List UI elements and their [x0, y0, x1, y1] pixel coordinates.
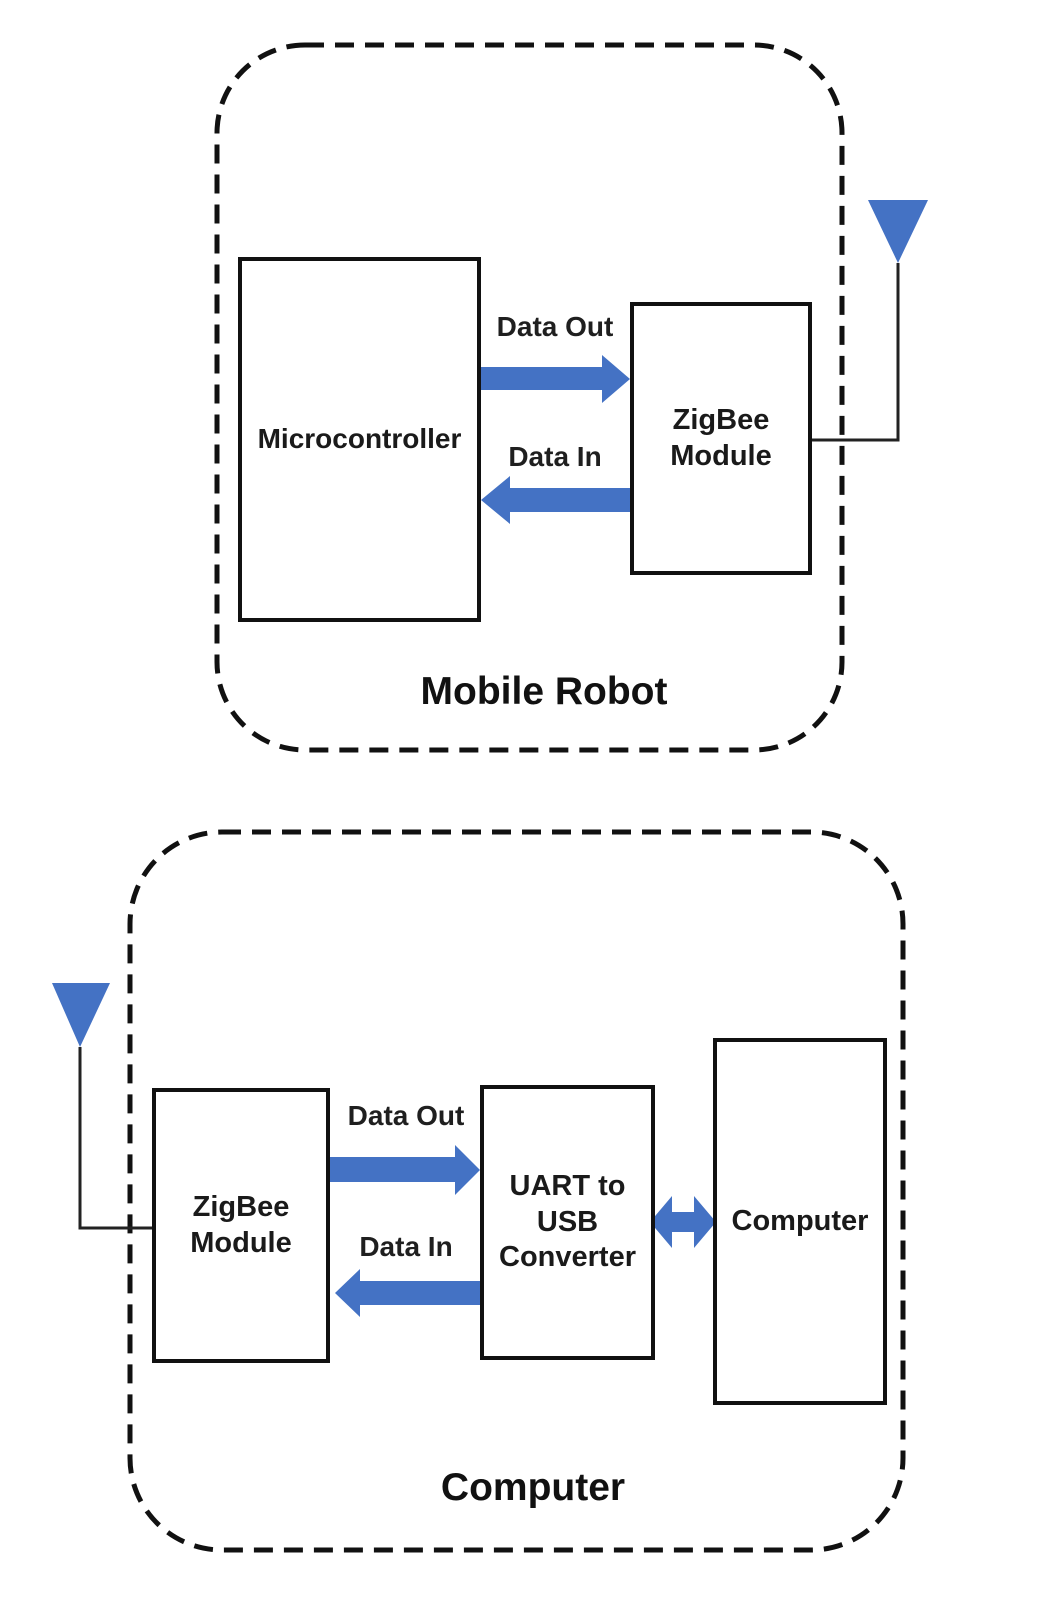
data-in-label-top: Data In	[508, 441, 602, 472]
microcontroller-label: Microcontroller	[257, 423, 462, 455]
zigbee-module-label-top: ZigBee Module	[670, 404, 772, 472]
data-in-label-bottom: Data In	[359, 1231, 453, 1262]
computer-group-title: Computer	[440, 1466, 626, 1509]
antenna-wire-bottom	[78, 1047, 152, 1230]
antenna-icon-top	[812, 200, 928, 442]
antenna-icon-bottom	[52, 983, 152, 1230]
zigbee-module-block-bottom: ZigBee Module	[152, 1088, 330, 1363]
data-in-arrow-bottom	[335, 1269, 480, 1317]
antenna-triangle-top	[868, 200, 928, 263]
data-out-arrow-top	[481, 355, 630, 403]
data-out-label-bottom: Data Out	[347, 1100, 465, 1131]
microcontroller-block: Microcontroller	[238, 257, 481, 622]
bidirectional-arrow	[650, 1196, 716, 1248]
computer-block: Computer	[713, 1038, 887, 1405]
antenna-triangle-bottom	[52, 983, 110, 1047]
computer-block-label: Computer	[731, 1204, 869, 1237]
uart-usb-converter-label: UART to USB Converter	[499, 1170, 636, 1274]
zigbee-module-label-bottom: ZigBee Module	[190, 1191, 292, 1259]
mobile-robot-group-outline	[214, 42, 845, 753]
zigbee-module-block-top: ZigBee Module	[630, 302, 812, 575]
antenna-wire-top	[812, 263, 900, 442]
mobile-robot-group-title: Mobile Robot	[420, 670, 668, 713]
data-in-arrow-top	[481, 476, 630, 524]
data-out-arrow-bottom	[330, 1145, 480, 1195]
computer-group-outline	[127, 829, 906, 1553]
uart-usb-converter-block: UART to USB Converter	[480, 1085, 655, 1360]
data-out-label-top: Data Out	[496, 311, 614, 342]
